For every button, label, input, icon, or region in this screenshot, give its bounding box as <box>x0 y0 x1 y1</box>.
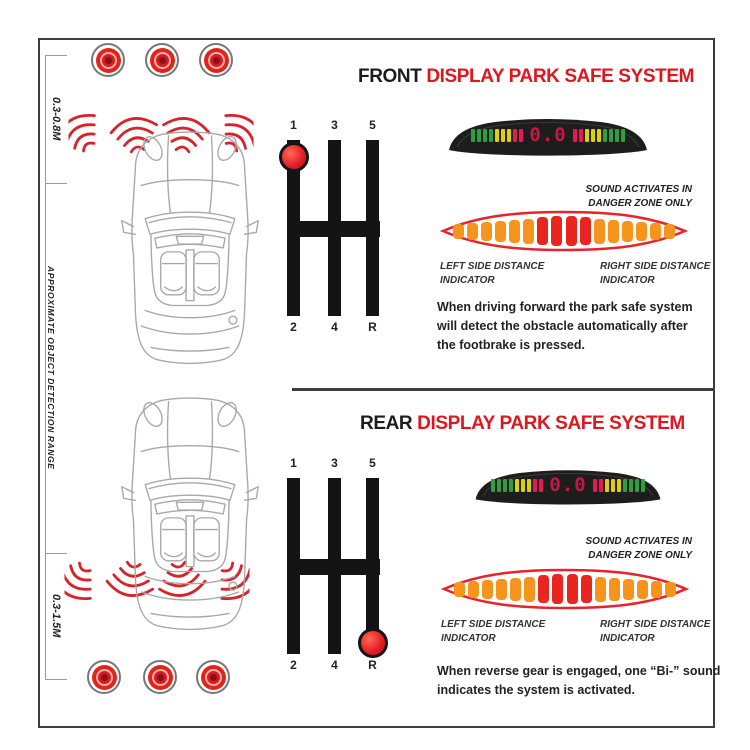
front-section-title: FRONT DISPLAY PARK SAFE SYSTEM <box>358 66 694 88</box>
title-prefix: REAR <box>360 413 418 434</box>
rear-distance-indicator <box>441 567 689 611</box>
ruler-tick-bottom <box>45 679 67 680</box>
front-right-indicator-label: RIGHT SIDE DISTANCE INDICATOR <box>600 261 711 286</box>
gear-crossbar <box>287 221 380 237</box>
gear-label-3: 3 <box>331 456 338 470</box>
ruler-tick-top <box>45 55 67 56</box>
rear-sensor-icon <box>143 660 177 694</box>
title-prefix: FRONT <box>358 66 427 87</box>
rear-sound-note: SOUND ACTIVATES IN DANGER ZONE ONLY <box>585 536 692 561</box>
front-description: When driving forward the park safe syste… <box>437 300 693 352</box>
ruler-tick-mid1 <box>45 183 67 184</box>
gear-position-dot-reverse <box>358 628 388 658</box>
title-rest: DISPLAY PARK SAFE SYSTEM <box>426 66 695 87</box>
gear-label-5: 5 <box>369 118 376 132</box>
indicator-bars-left <box>454 574 563 604</box>
gear-label-2: 2 <box>290 658 297 672</box>
rear-left-indicator-label: LEFT SIDE DISTANCE INDICATOR <box>441 619 546 644</box>
led-bars-right <box>592 479 645 492</box>
led-bars-right <box>572 129 625 142</box>
rear-led-display: 0.0 <box>470 468 666 508</box>
front-led-display: 0.0 <box>443 117 653 159</box>
rear-section-title: REAR DISPLAY PARK SAFE SYSTEM <box>360 413 685 435</box>
indicator-bars-right <box>567 574 676 604</box>
display-readout: 0.0 <box>470 476 666 495</box>
ruler-tick-mid2 <box>45 553 67 554</box>
rear-description: When reverse gear is engaged, one “Bi-” … <box>437 664 721 697</box>
gear-label-r: R <box>368 320 377 334</box>
front-range-label: 0.3-0.8M <box>50 97 62 141</box>
front-sensor-icon <box>199 43 233 77</box>
gear-label-4: 4 <box>331 658 338 672</box>
gear-label-5: 5 <box>369 456 376 470</box>
front-sensor-icon <box>145 43 179 77</box>
front-distance-indicator <box>440 209 688 253</box>
car-top-view-rear <box>112 388 268 638</box>
front-sound-note: SOUND ACTIVATES IN DANGER ZONE ONLY <box>585 184 692 209</box>
front-gear-diagram: 1 3 5 2 4 R <box>279 118 390 340</box>
section-divider <box>292 388 713 391</box>
rear-range-label: 0.3-1.5M <box>50 594 62 638</box>
ruler-line <box>45 55 46 679</box>
led-bars-left <box>491 479 544 492</box>
car-top-view-front <box>112 122 268 372</box>
gear-label-3: 3 <box>331 118 338 132</box>
detection-range-label: APPROXIMATE OBJECT DETECTION RANGE <box>46 266 56 470</box>
display-readout: 0.0 <box>443 126 653 145</box>
rear-sensor-icon <box>87 660 121 694</box>
gear-position-dot-first <box>279 142 309 172</box>
gear-crossbar <box>287 559 380 575</box>
rear-gear-diagram: 1 3 5 2 4 R <box>280 456 390 678</box>
front-sensor-icon <box>91 43 125 77</box>
gear-label-2: 2 <box>290 320 297 334</box>
front-left-indicator-label: LEFT SIDE DISTANCE INDICATOR <box>440 261 545 286</box>
gear-label-1: 1 <box>290 456 297 470</box>
indicator-bars-left <box>453 216 562 246</box>
gear-label-1: 1 <box>290 118 297 132</box>
indicator-bars-right <box>566 216 675 246</box>
gear-label-r: R <box>368 658 377 672</box>
distance-digits: 0.0 <box>529 124 567 146</box>
gear-label-4: 4 <box>331 320 338 334</box>
title-rest: DISPLAY PARK SAFE SYSTEM <box>417 413 685 434</box>
rear-sensor-icon <box>196 660 230 694</box>
led-bars-left <box>471 129 524 142</box>
distance-digits: 0.0 <box>549 474 587 496</box>
rear-right-indicator-label: RIGHT SIDE DISTANCE INDICATOR <box>600 619 711 644</box>
